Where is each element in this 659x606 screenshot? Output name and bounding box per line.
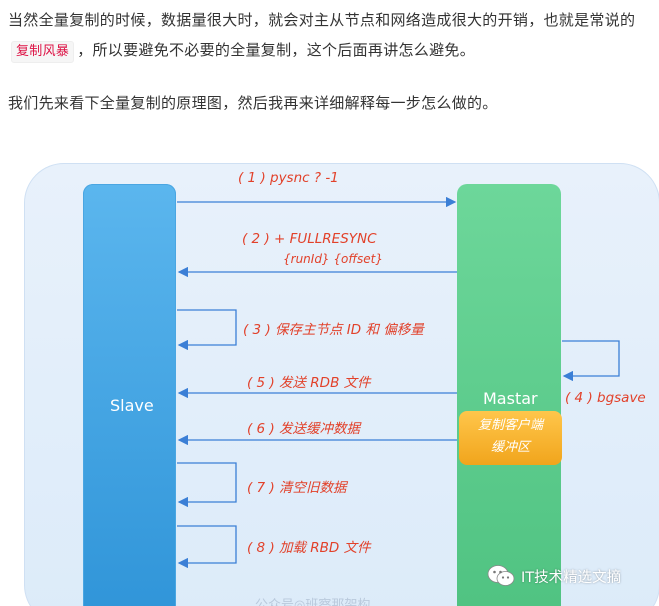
diagram-watermark: 公众号◎班察那架构 xyxy=(255,598,371,606)
paragraph-intro-text-2: ，所以要避免不必要的全量复制，这个后面再讲怎么避免。 xyxy=(77,41,476,59)
step-2-label: ( 2 ) + FULLRESYNC xyxy=(242,231,377,247)
account-badge-text: IT技术精选文摘 xyxy=(521,569,622,586)
step-3-label: ( 3 ) 保存主节点 ID 和 偏移量 xyxy=(243,322,424,338)
replication-buffer-box: 复制客户端 缓冲区 xyxy=(459,411,562,465)
master-label: Mastar xyxy=(483,389,538,408)
wechat-icon xyxy=(487,564,515,588)
step-7-label: ( 7 ) 清空旧数据 xyxy=(247,480,347,496)
slave-node-bar xyxy=(83,184,176,606)
buffer-label-line1: 复制客户端 xyxy=(477,418,543,433)
step-2-params: {runId} {offset} xyxy=(283,252,383,266)
paragraph-intro-text-1: 当然全量复制的时候，数据量很大时，就会对主从节点和网络造成很大的开销，也就是常说… xyxy=(8,11,636,29)
step-1-label: ( 1 ) pysnc ? -1 xyxy=(238,170,339,186)
account-badge: IT技术精选文摘 xyxy=(487,561,621,591)
step-8-label: ( 8 ) 加载 RBD 文件 xyxy=(247,540,371,556)
master-node-bar xyxy=(457,184,561,606)
slave-label: Slave xyxy=(110,396,154,415)
step-4-label: ( 4 ) bgsave xyxy=(565,390,646,406)
paragraph-intro: 当然全量复制的时候，数据量很大时，就会对主从节点和网络造成很大的开销，也就是常说… xyxy=(8,5,653,65)
step-6-label: ( 6 ) 发送缓冲数据 xyxy=(247,421,360,437)
paragraph-lead: 我们先来看下全量复制的原理图，然后我再来详细解释每一步怎么做的。 xyxy=(8,94,498,112)
step-5-label: ( 5 ) 发送 RDB 文件 xyxy=(247,375,371,391)
buffer-label-line2: 缓冲区 xyxy=(490,440,530,455)
inline-code-term: 复制风暴 xyxy=(11,41,75,63)
